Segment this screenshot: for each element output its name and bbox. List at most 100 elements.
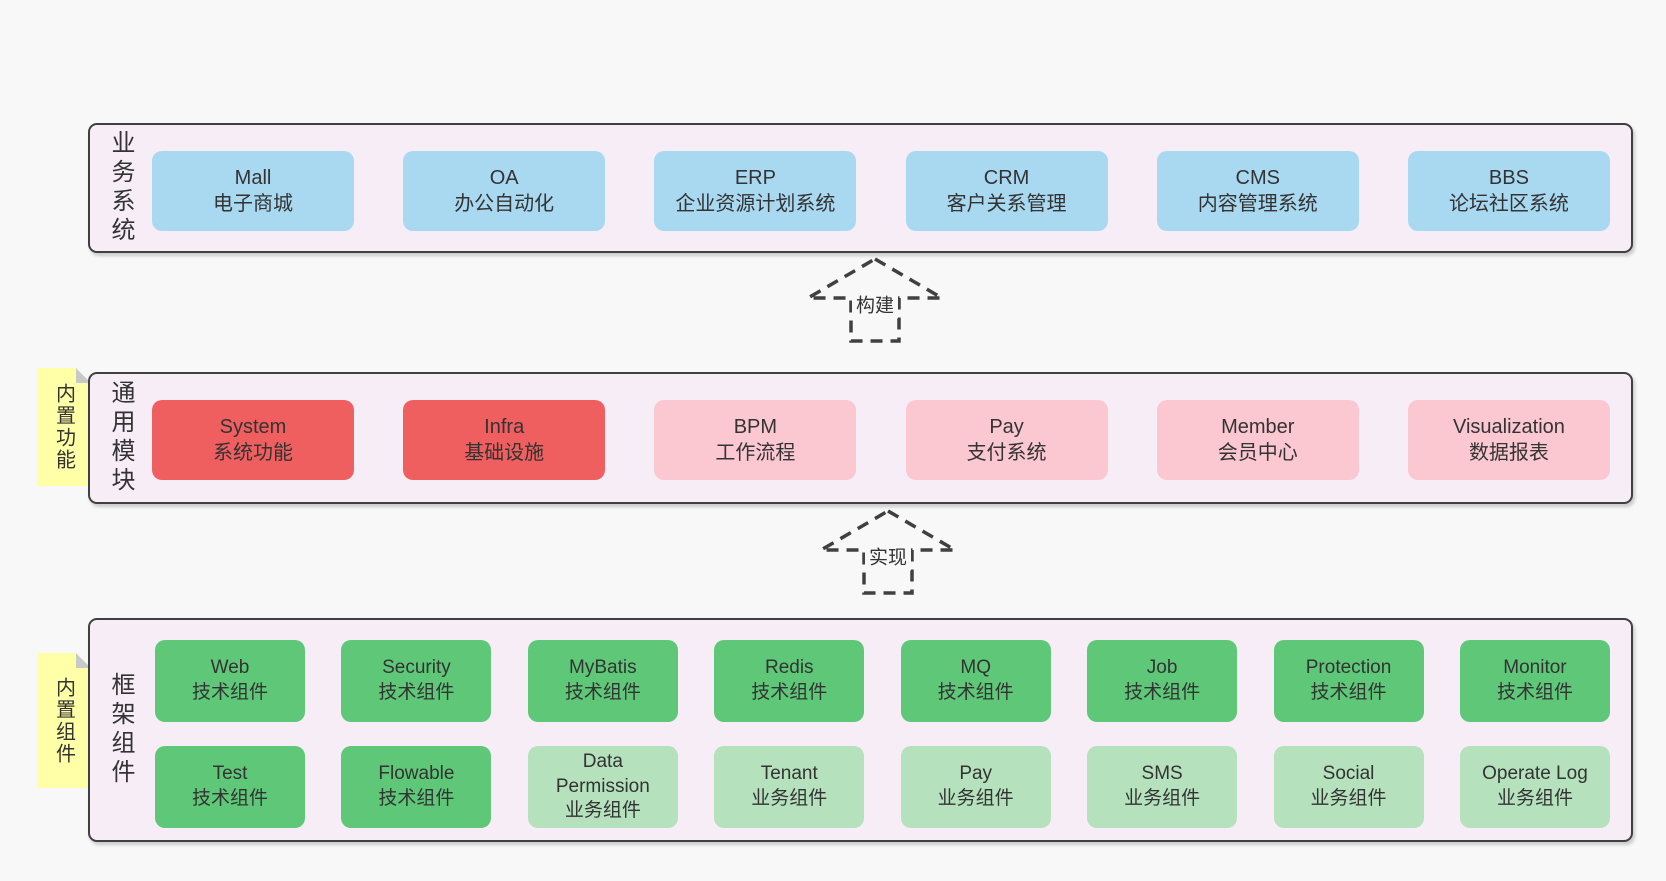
node-title: BBS xyxy=(1488,167,1529,189)
node-mall: Mall 电子商城 xyxy=(152,151,354,231)
node-title: CRM xyxy=(983,167,1030,189)
node-test: Test 技术组件 xyxy=(155,746,305,828)
note-label: 内置组件 xyxy=(52,676,75,765)
node-mybatis: MyBatis 技术组件 xyxy=(527,640,678,722)
node-subtitle: 支付系统 xyxy=(966,442,1047,464)
node-subtitle: 客户关系管理 xyxy=(946,193,1067,215)
node-tenant: Tenant 业务组件 xyxy=(714,746,865,828)
node-subtitle: 技术组件 xyxy=(937,682,1014,703)
node-sms: SMS 业务组件 xyxy=(1087,746,1238,828)
node-operate-log: Operate Log 业务组件 xyxy=(1459,746,1610,828)
node-subtitle: 技术组件 xyxy=(564,682,641,703)
node-oa: OA 办公自动化 xyxy=(403,151,606,231)
dashed-up-arrow-implement: 实现 xyxy=(814,508,962,596)
node-cms: CMS 内容管理系统 xyxy=(1156,151,1359,231)
node-title: Member xyxy=(1221,416,1295,438)
node-subtitle: 基础设施 xyxy=(464,442,545,464)
node-title: Data Permission xyxy=(555,750,650,797)
node-subtitle: 技术组件 xyxy=(191,788,268,809)
layer-common-modules: 通用模块 System 系统功能 Infra 基础设施 BPM 工作流程 Pay… xyxy=(88,372,1633,504)
node-title: Job xyxy=(1146,657,1178,679)
node-bbs: BBS 论坛社区系统 xyxy=(1407,151,1610,231)
common-modules-row: System 系统功能 Infra 基础设施 BPM 工作流程 Pay 支付系统… xyxy=(152,400,1610,480)
node-title: Visualization xyxy=(1452,416,1565,438)
node-title: Social xyxy=(1322,763,1375,785)
node-bpm: BPM 工作流程 xyxy=(654,400,857,480)
node-subtitle: 技术组件 xyxy=(751,682,828,703)
node-title: Flowable xyxy=(378,763,455,785)
node-subtitle: 电子商城 xyxy=(213,193,293,215)
layer-business-systems: 业务系统 Mall 电子商城 OA 办公自动化 ERP 企业资源计划系统 CRM… xyxy=(88,123,1633,253)
node-title: ERP xyxy=(734,167,776,189)
node-subtitle: 内容管理系统 xyxy=(1197,193,1318,215)
arrow-label: 构建 xyxy=(851,289,899,319)
node-title: BPM xyxy=(733,416,778,438)
up-arrow-icon xyxy=(814,508,962,595)
framework-components-row-1: Web 技术组件 Security 技术组件 MyBatis 技术组件 Redi… xyxy=(155,640,1610,722)
node-subtitle: 数据报表 xyxy=(1468,442,1549,464)
node-subtitle: 业务组件 xyxy=(564,800,641,822)
up-arrow-icon xyxy=(801,256,949,343)
layer-label: 框架组件 xyxy=(107,672,134,788)
node-erp: ERP 企业资源计划系统 xyxy=(654,151,857,231)
node-subtitle: 系统功能 xyxy=(213,442,293,464)
node-title: SMS xyxy=(1141,763,1183,785)
node-subtitle: 会员中心 xyxy=(1217,442,1298,464)
node-subtitle: 业务组件 xyxy=(1496,788,1573,809)
node-pay-module: Pay 支付系统 xyxy=(905,400,1108,480)
node-subtitle: 业务组件 xyxy=(1310,788,1387,809)
node-title: Pay xyxy=(959,763,993,785)
dashed-up-arrow-build: 构建 xyxy=(801,256,949,344)
node-title: CMS xyxy=(1235,167,1280,189)
business-systems-row: Mall 电子商城 OA 办公自动化 ERP 企业资源计划系统 CRM 客户关系… xyxy=(152,151,1610,231)
node-title: Monitor xyxy=(1503,657,1567,679)
sticky-note-built-in-functions: 内置功能 xyxy=(37,368,91,486)
node-title: System xyxy=(219,416,287,438)
node-system: System 系统功能 xyxy=(152,400,354,480)
layer-label: 通用模块 xyxy=(107,380,134,496)
node-security: Security 技术组件 xyxy=(341,640,492,722)
node-title: Pay xyxy=(989,416,1024,438)
node-crm: CRM 客户关系管理 xyxy=(905,151,1108,231)
sticky-note-built-in-components: 内置组件 xyxy=(37,653,91,788)
node-title: MQ xyxy=(960,657,991,679)
node-protection: Protection 技术组件 xyxy=(1273,640,1424,722)
node-member: Member 会员中心 xyxy=(1156,400,1359,480)
node-title: Mall xyxy=(234,167,272,189)
node-subtitle: 技术组件 xyxy=(378,788,455,809)
node-mq: MQ 技术组件 xyxy=(900,640,1051,722)
node-pay-component: Pay 业务组件 xyxy=(900,746,1051,828)
node-title: Protection xyxy=(1305,657,1392,679)
node-monitor: Monitor 技术组件 xyxy=(1459,640,1610,722)
framework-components-row-2: Test 技术组件 Flowable 技术组件 Data Permission … xyxy=(155,746,1610,828)
node-title: Test xyxy=(212,763,248,785)
node-subtitle: 业务组件 xyxy=(751,788,828,809)
node-title: Tenant xyxy=(760,763,818,785)
layer-label: 业务系统 xyxy=(107,130,134,246)
node-subtitle: 技术组件 xyxy=(1496,682,1573,703)
node-social: Social 业务组件 xyxy=(1273,746,1424,828)
node-flowable: Flowable 技术组件 xyxy=(341,746,492,828)
node-data-permission: Data Permission 业务组件 xyxy=(527,746,678,828)
node-job: Job 技术组件 xyxy=(1087,640,1238,722)
node-title: Infra xyxy=(484,416,525,438)
node-infra: Infra 基础设施 xyxy=(403,400,606,480)
node-title: MyBatis xyxy=(569,657,637,679)
node-subtitle: 业务组件 xyxy=(1124,788,1201,809)
node-title: Operate Log xyxy=(1482,763,1588,785)
node-title: Web xyxy=(210,657,250,679)
node-subtitle: 工作流程 xyxy=(715,442,796,464)
node-title: Security xyxy=(382,657,451,679)
node-subtitle: 企业资源计划系统 xyxy=(675,193,836,215)
node-title: OA xyxy=(489,167,519,189)
node-web: Web 技术组件 xyxy=(155,640,305,722)
arrow-label: 实现 xyxy=(864,541,912,571)
node-visualization: Visualization 数据报表 xyxy=(1407,400,1610,480)
note-label: 内置功能 xyxy=(52,383,75,471)
node-subtitle: 技术组件 xyxy=(378,682,455,703)
node-redis: Redis 技术组件 xyxy=(714,640,865,722)
layer-framework-components: 框架组件 Web 技术组件 Security 技术组件 MyBatis 技术组件… xyxy=(88,618,1633,842)
node-subtitle: 论坛社区系统 xyxy=(1448,193,1569,215)
node-subtitle: 办公自动化 xyxy=(454,193,555,215)
